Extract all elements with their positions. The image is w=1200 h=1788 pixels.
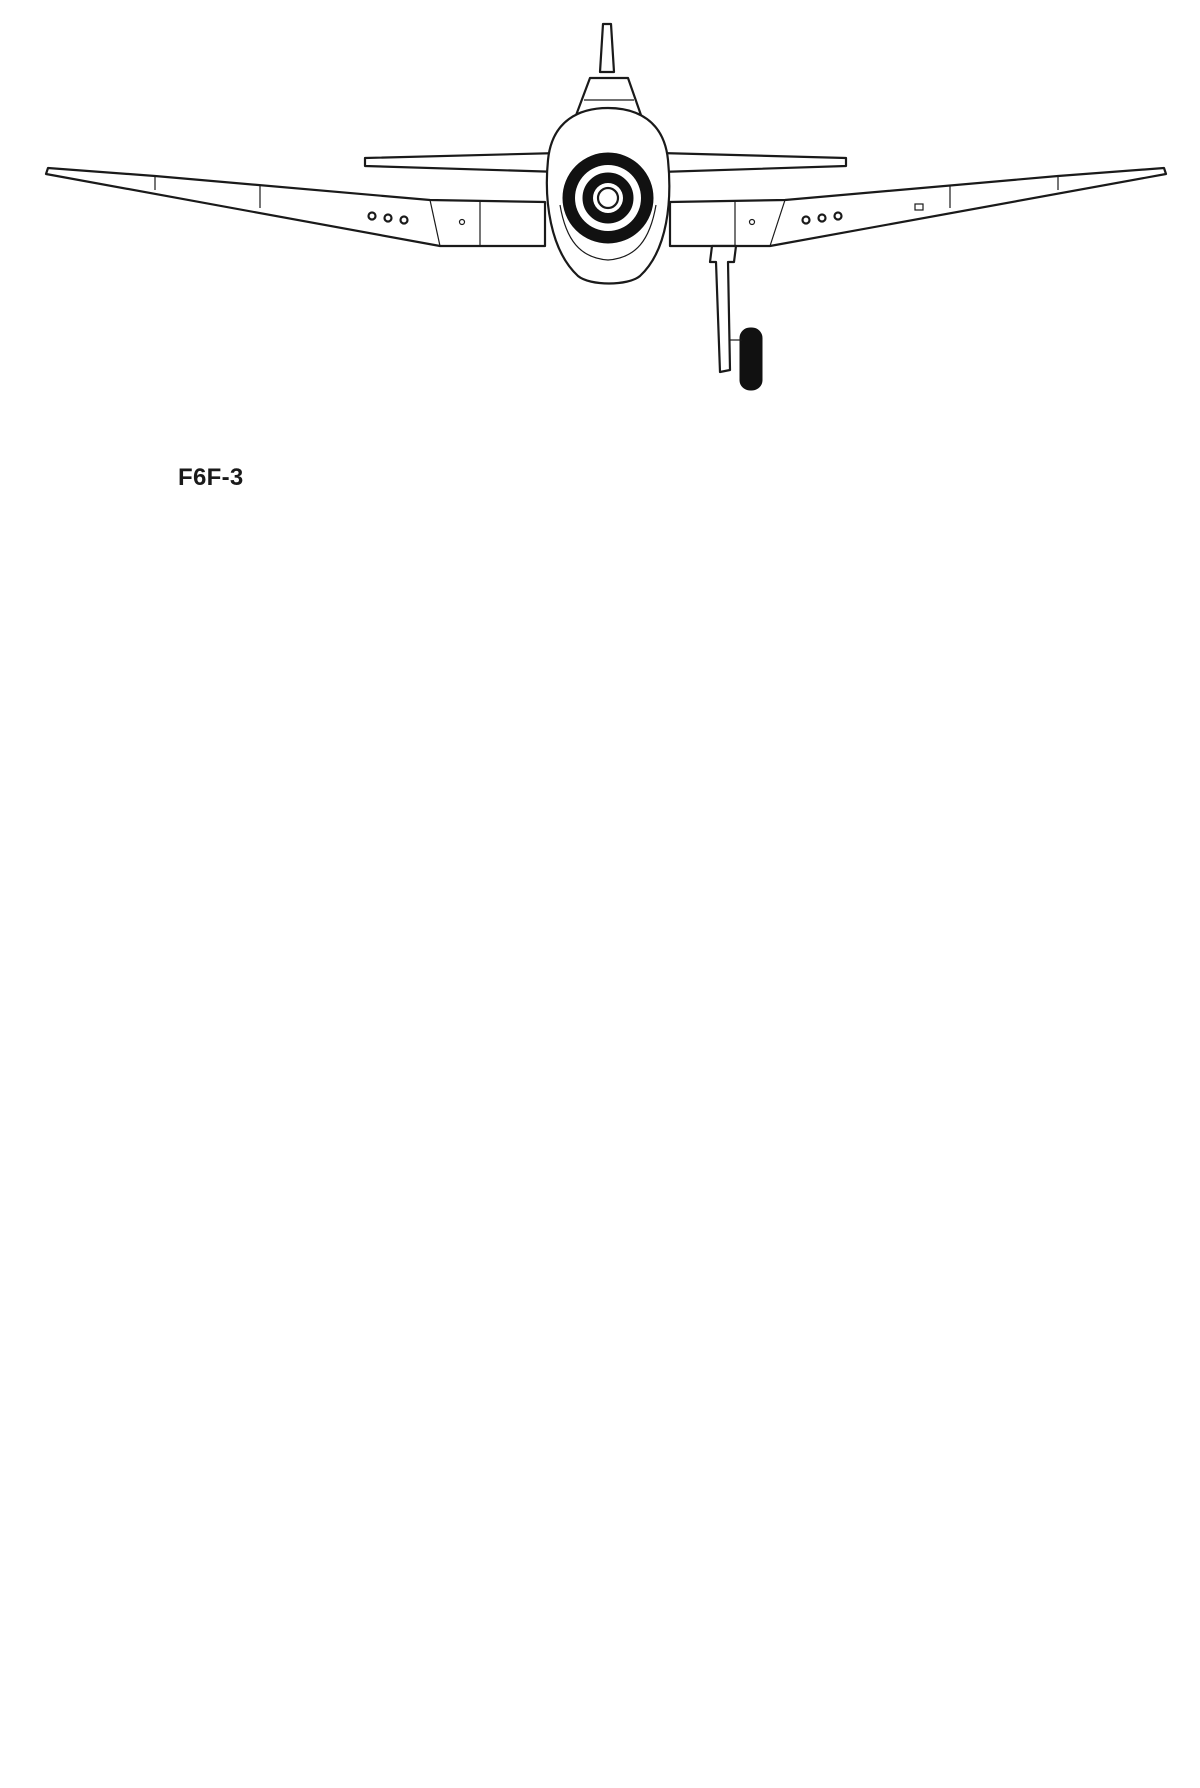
gun-port (833, 211, 843, 221)
gun-port (817, 213, 827, 223)
front-right-wing (668, 166, 1168, 248)
aircraft-designation-label: F6F-3 (178, 464, 244, 491)
front-gear-strut (708, 244, 738, 374)
gun-port (367, 211, 377, 221)
front-fin (598, 22, 616, 74)
gun-port (801, 215, 811, 225)
front-wheel (739, 327, 763, 391)
gun-port (383, 213, 393, 223)
front-view (44, 22, 1168, 391)
front-left-wing (44, 166, 547, 248)
gun-port (399, 215, 409, 225)
